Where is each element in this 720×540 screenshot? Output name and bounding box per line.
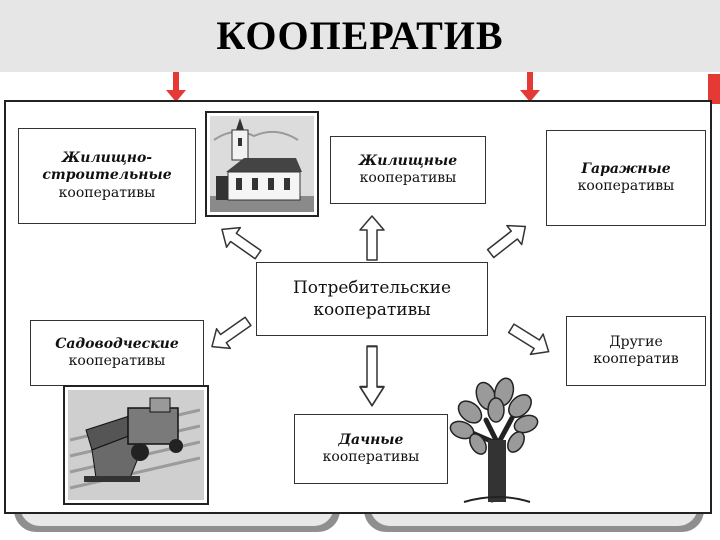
- node-garage-line2: кооперативы: [577, 178, 675, 194]
- node-housing-construction-line1: Жилищно-: [61, 149, 153, 166]
- node-consumer-cooperatives: Потребительские кооперативы: [256, 262, 488, 336]
- red-down-arrow-left-icon: [166, 72, 186, 102]
- arrow-to-dacha-icon: [358, 345, 386, 407]
- church-icon: [205, 111, 319, 217]
- node-consumer-line1: Потребительские: [292, 277, 452, 298]
- node-other-line2: кооператив: [593, 351, 679, 367]
- node-other-line1: Другие: [609, 333, 663, 350]
- red-down-arrow-right-icon: [520, 72, 540, 102]
- node-housing: Жилищные кооперативы: [330, 136, 486, 204]
- node-housing-construction-line3: кооперативы: [58, 184, 156, 201]
- arrow-to-garage-icon: [482, 216, 534, 264]
- title-bar: [0, 0, 720, 72]
- harvester-icon: [63, 385, 209, 505]
- node-consumer-line2: кооперативы: [313, 300, 431, 320]
- node-dacha-line1: Дачные: [338, 431, 404, 448]
- node-other: Другие кооператив: [566, 316, 706, 386]
- slide-title: КООПЕРАТИВ: [216, 13, 504, 58]
- node-garage-line1: Гаражные: [581, 160, 671, 177]
- tree-icon: [449, 377, 539, 503]
- arrow-to-gardening-icon: [204, 310, 256, 358]
- node-gardening-line2: кооперативы: [68, 353, 166, 369]
- node-gardening: Садоводческие кооперативы: [30, 320, 204, 386]
- arrow-to-housing-construction-icon: [214, 218, 266, 266]
- red-edge-tab: [708, 74, 720, 104]
- node-garage: Гаражные кооперативы: [546, 130, 706, 226]
- arrow-to-other-icon: [504, 317, 556, 363]
- node-dacha: Дачные кооперативы: [294, 414, 448, 484]
- node-housing-construction: Жилищно- строительные кооперативы: [18, 128, 196, 224]
- arrow-to-housing-icon: [359, 215, 385, 261]
- node-gardening-line1: Садоводческие: [55, 335, 179, 352]
- node-housing-line2: кооперативы: [359, 170, 457, 186]
- node-housing-line1: Жилищные: [358, 152, 458, 169]
- node-housing-construction-line2: строительные: [42, 167, 172, 184]
- node-dacha-line2: кооперативы: [322, 449, 420, 465]
